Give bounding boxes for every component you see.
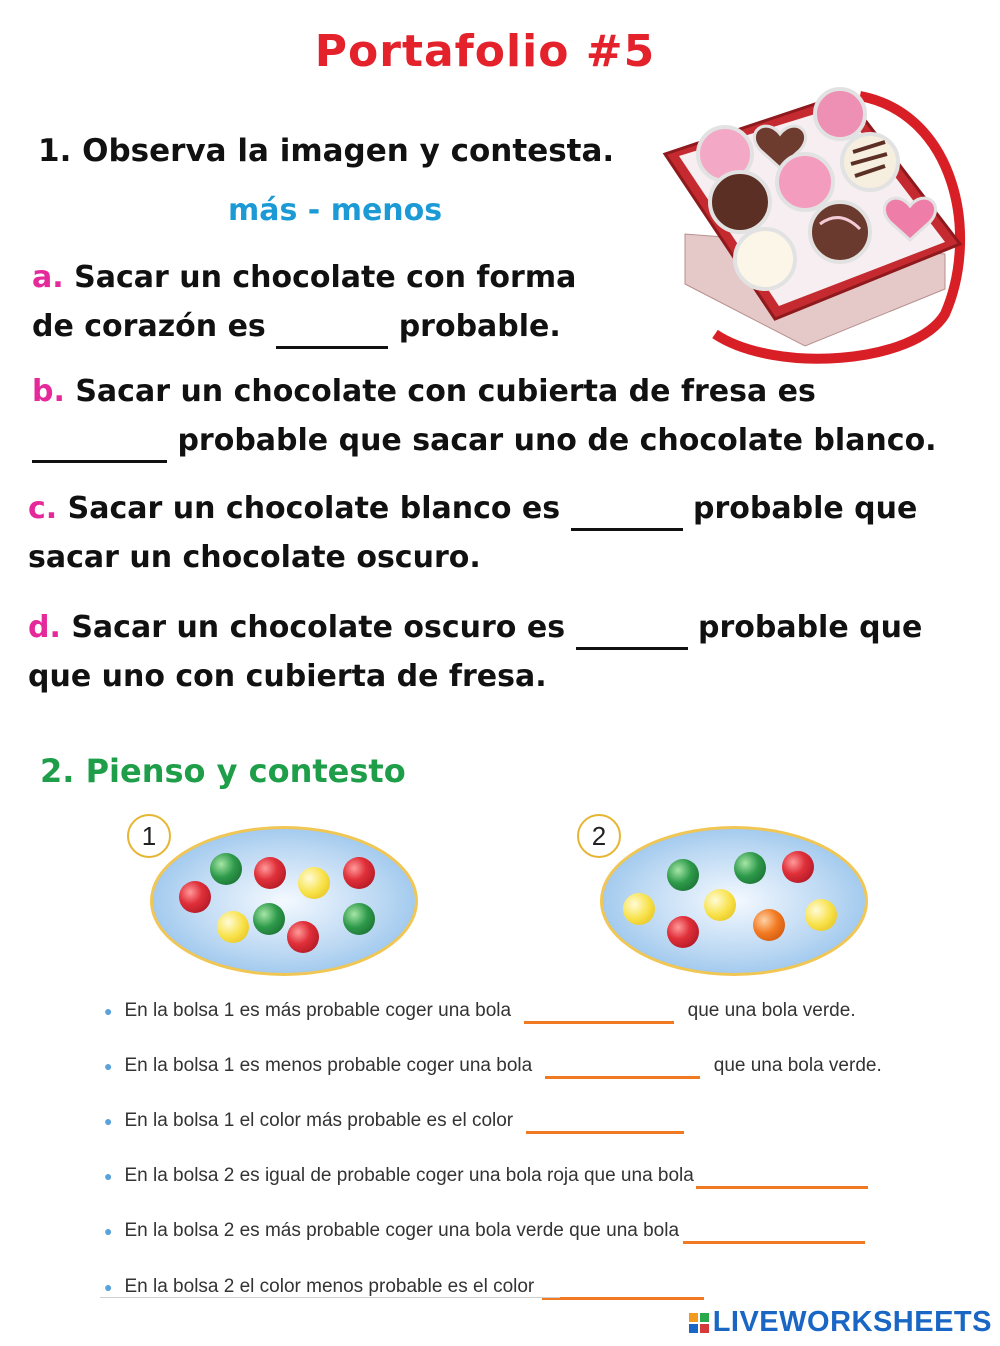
ball-green	[210, 853, 242, 885]
ball-green	[253, 903, 285, 935]
item-d: d. Sacar un chocolate oscuro es probable…	[28, 603, 922, 701]
item-letter: a.	[32, 260, 64, 295]
ball-red	[287, 921, 319, 953]
sentence-6: ● En la bolsa 2 el color menos probable e…	[104, 1276, 704, 1300]
item-text: probable que	[697, 610, 923, 645]
ball-red	[343, 857, 375, 889]
item-b: b. Sacar un chocolate con cubierta de fr…	[32, 367, 937, 465]
chocolate-pink-striped	[813, 87, 867, 141]
bullet-icon: ●	[104, 1057, 113, 1074]
item-text: Sacar un chocolate con cubierta de fresa…	[75, 374, 816, 409]
ball-yellow	[298, 867, 330, 899]
ball-yellow	[704, 889, 736, 921]
item-letter: c.	[28, 491, 58, 526]
sentence-4: ● En la bolsa 2 es igual de probable coge…	[104, 1165, 868, 1189]
sentence-text: que una bola verde.	[687, 1000, 856, 1021]
answer-line-4[interactable]	[695, 1166, 868, 1189]
sentence-text: En la bolsa 2 es más probable coger una …	[124, 1220, 680, 1241]
item-text: Sacar un chocolate con forma	[74, 260, 577, 295]
sentence-2: ● En la bolsa 1 es menos probable coger u…	[104, 1055, 882, 1079]
answer-blank-a[interactable]	[276, 311, 389, 349]
bullet-icon: ●	[104, 1002, 113, 1019]
sentence-text: En la bolsa 1 es menos probable coger un…	[124, 1055, 533, 1076]
ball-green	[343, 903, 375, 935]
bag-number-badge: 1	[127, 814, 171, 858]
chocolate-white-striped	[840, 132, 900, 192]
item-text: Sacar un chocolate blanco es	[67, 491, 561, 526]
sentence-1: ● En la bolsa 1 es más probable coger una…	[104, 1000, 856, 1024]
question-2-heading: 2. Pienso y contesto	[40, 752, 406, 790]
bullet-icon: ●	[104, 1278, 113, 1295]
sentence-text: En la bolsa 1 el color más probable es e…	[124, 1110, 514, 1131]
ball-red	[254, 857, 286, 889]
logo-text: LIVEWORKSHEETS	[712, 1306, 992, 1338]
sentence-text: En la bolsa 1 es más probable coger una …	[124, 1000, 512, 1021]
answer-line-6[interactable]	[541, 1277, 704, 1300]
sentence-text: En la bolsa 2 es igual de probable coger…	[124, 1165, 694, 1186]
bag-1	[150, 826, 418, 976]
answer-line-5[interactable]	[683, 1221, 866, 1244]
bullet-icon: ●	[104, 1112, 113, 1129]
ball-red	[179, 881, 211, 913]
item-text: probable que sacar uno de chocolate blan…	[177, 423, 937, 458]
chocolate-pink-sprinkles	[775, 152, 835, 212]
answer-blank-b[interactable]	[32, 425, 167, 463]
bullet-icon: ●	[104, 1222, 113, 1239]
answer-line-1[interactable]	[524, 1001, 675, 1024]
page-title: Portafolio #5	[314, 26, 656, 77]
ball-yellow	[217, 911, 249, 943]
sentence-5: ● En la bolsa 2 es más probable coger una…	[104, 1220, 866, 1244]
chocolate-dark-round	[708, 170, 772, 234]
item-letter: d.	[28, 610, 61, 645]
chocolate-pink-heart	[882, 196, 938, 243]
chocolate-dark-drizzle	[808, 200, 872, 264]
item-c: c. Sacar un chocolate blanco es probable…	[28, 484, 917, 582]
item-text: probable que	[693, 491, 918, 526]
sentence-3: ● En la bolsa 1 el color más probable es …	[104, 1110, 692, 1134]
divider	[100, 1297, 560, 1298]
ball-red	[667, 916, 699, 948]
logo-icon	[688, 1312, 709, 1333]
bag-2	[600, 826, 868, 976]
item-text: sacar un chocolate oscuro.	[28, 540, 481, 575]
chocolate-box-image	[662, 87, 966, 364]
sentence-text: En la bolsa 2 el color menos probable es…	[124, 1276, 535, 1297]
ball-yellow	[805, 899, 837, 931]
item-letter: b.	[32, 374, 65, 409]
word-choices: más - menos	[228, 193, 443, 228]
item-text: de corazón es	[32, 309, 266, 344]
bag-number-badge: 2	[577, 814, 621, 858]
item-text: que uno con cubierta de fresa.	[28, 659, 547, 694]
item-a: a. Sacar un chocolate con forma de coraz…	[32, 253, 576, 351]
ball-red	[782, 851, 814, 883]
answer-blank-c[interactable]	[570, 493, 683, 531]
answer-line-3[interactable]	[526, 1111, 685, 1134]
chocolate-white-dotted	[733, 227, 797, 291]
ball-green	[667, 859, 699, 891]
question-1-heading: 1. Observa la imagen y contesta.	[38, 133, 615, 169]
ball-green	[734, 852, 766, 884]
item-text: probable.	[398, 309, 561, 344]
answer-blank-d[interactable]	[575, 612, 688, 650]
sentence-text: que una bola verde.	[713, 1055, 882, 1076]
ball-orange	[753, 909, 785, 941]
liveworksheets-logo: LIVEWORKSHEETS	[688, 1306, 992, 1339]
ball-yellow	[623, 893, 655, 925]
bullet-icon: ●	[104, 1167, 113, 1184]
answer-line-2[interactable]	[545, 1056, 701, 1079]
item-text: Sacar un chocolate oscuro es	[71, 610, 566, 645]
